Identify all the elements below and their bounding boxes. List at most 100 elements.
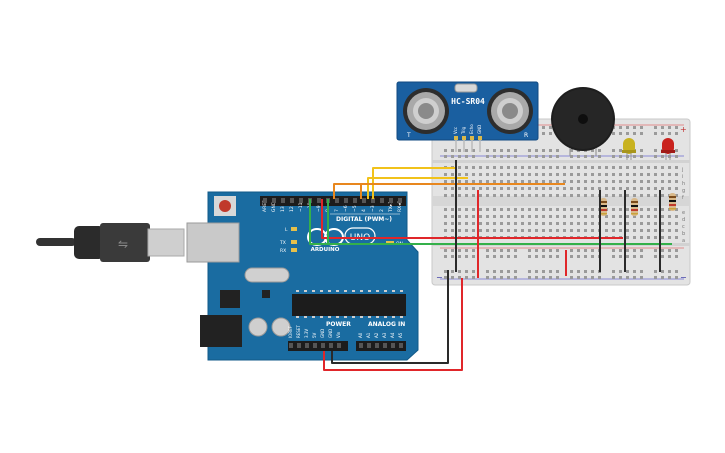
breadboard-hole[interactable]	[633, 194, 636, 197]
wire-red-5v[interactable]	[323, 278, 463, 371]
breadboard-hole[interactable]	[640, 132, 643, 135]
breadboard-hole[interactable]	[507, 173, 510, 176]
breadboard-hole[interactable]	[549, 180, 552, 183]
breadboard-hole[interactable]	[661, 194, 664, 197]
breadboard-hole[interactable]	[458, 173, 461, 176]
breadboard-hole[interactable]	[542, 215, 545, 218]
breadboard-hole[interactable]	[465, 155, 468, 158]
breadboard-hole[interactable]	[570, 155, 573, 158]
breadboard-hole[interactable]	[619, 222, 622, 225]
breadboard-hole[interactable]	[640, 180, 643, 183]
breadboard-hole[interactable]	[654, 126, 657, 129]
breadboard-hole[interactable]	[451, 149, 454, 152]
breadboard-hole[interactable]	[479, 222, 482, 225]
breadboard-hole[interactable]	[444, 149, 447, 152]
breadboard-hole[interactable]	[535, 222, 538, 225]
breadboard-hole[interactable]	[675, 187, 678, 190]
breadboard-hole[interactable]	[444, 215, 447, 218]
digital-header[interactable]	[260, 196, 406, 206]
breadboard-hole[interactable]	[675, 222, 678, 225]
power-pin[interactable]	[321, 343, 325, 348]
breadboard[interactable]: + + − − j i h g f e d c b a	[431, 118, 691, 286]
breadboard-hole[interactable]	[444, 208, 447, 211]
breadboard-hole[interactable]	[570, 222, 573, 225]
breadboard-hole[interactable]	[661, 215, 664, 218]
analog-pin[interactable]	[359, 343, 363, 348]
breadboard-hole[interactable]	[458, 222, 461, 225]
breadboard-hole[interactable]	[598, 166, 601, 169]
breadboard-hole[interactable]	[528, 194, 531, 197]
breadboard-hole[interactable]	[577, 255, 580, 258]
breadboard-hole[interactable]	[675, 132, 678, 135]
breadboard-hole[interactable]	[507, 149, 510, 152]
sensor-pin-header[interactable]	[454, 136, 458, 140]
breadboard-hole[interactable]	[563, 166, 566, 169]
breadboard-hole[interactable]	[451, 229, 454, 232]
breadboard-hole[interactable]	[472, 187, 475, 190]
breadboard-hole[interactable]	[542, 229, 545, 232]
breadboard-hole[interactable]	[549, 215, 552, 218]
breadboard-hole[interactable]	[500, 276, 503, 279]
breadboard-hole[interactable]	[528, 215, 531, 218]
breadboard-hole[interactable]	[458, 194, 461, 197]
breadboard-hole[interactable]	[612, 155, 615, 158]
breadboard-hole[interactable]	[493, 215, 496, 218]
breadboard-hole[interactable]	[535, 208, 538, 211]
breadboard-hole[interactable]	[549, 255, 552, 258]
breadboard-hole[interactable]	[500, 173, 503, 176]
breadboard-hole[interactable]	[633, 270, 636, 273]
breadboard-hole[interactable]	[507, 222, 510, 225]
breadboard-hole[interactable]	[598, 187, 601, 190]
breadboard-hole[interactable]	[654, 173, 657, 176]
digital-pin[interactable]	[299, 198, 303, 203]
breadboard-hole[interactable]	[668, 222, 671, 225]
breadboard-hole[interactable]	[458, 180, 461, 183]
breadboard-hole[interactable]	[619, 215, 622, 218]
breadboard-hole[interactable]	[465, 222, 468, 225]
breadboard-hole[interactable]	[451, 208, 454, 211]
breadboard-hole[interactable]	[647, 208, 650, 211]
breadboard-hole[interactable]	[654, 229, 657, 232]
breadboard-hole[interactable]	[451, 155, 454, 158]
breadboard-hole[interactable]	[612, 173, 615, 176]
breadboard-hole[interactable]	[584, 249, 587, 252]
breadboard-hole[interactable]	[535, 194, 538, 197]
breadboard-hole[interactable]	[514, 215, 517, 218]
breadboard-hole[interactable]	[640, 149, 643, 152]
breadboard-hole[interactable]	[675, 215, 678, 218]
breadboard-hole[interactable]	[514, 187, 517, 190]
breadboard-hole[interactable]	[486, 276, 489, 279]
breadboard-hole[interactable]	[472, 222, 475, 225]
breadboard-hole[interactable]	[556, 208, 559, 211]
digital-pin[interactable]	[335, 198, 339, 203]
breadboard-hole[interactable]	[584, 276, 587, 279]
breadboard-hole[interactable]	[507, 180, 510, 183]
breadboard-hole[interactable]	[626, 180, 629, 183]
breadboard-hole[interactable]	[444, 229, 447, 232]
breadboard-hole[interactable]	[584, 215, 587, 218]
breadboard-hole[interactable]	[514, 255, 517, 258]
digital-pin[interactable]	[317, 198, 321, 203]
sensor-pin-header[interactable]	[478, 136, 482, 140]
breadboard-hole[interactable]	[486, 173, 489, 176]
breadboard-hole[interactable]	[619, 276, 622, 279]
breadboard-hole[interactable]	[633, 180, 636, 183]
breadboard-hole[interactable]	[535, 155, 538, 158]
breadboard-hole[interactable]	[542, 222, 545, 225]
breadboard-hole[interactable]	[619, 155, 622, 158]
breadboard-hole[interactable]	[570, 149, 573, 152]
breadboard-hole[interactable]	[577, 229, 580, 232]
breadboard-hole[interactable]	[514, 173, 517, 176]
breadboard-hole[interactable]	[668, 276, 671, 279]
breadboard-hole[interactable]	[661, 208, 664, 211]
breadboard-hole[interactable]	[514, 166, 517, 169]
breadboard-hole[interactable]	[647, 173, 650, 176]
breadboard-hole[interactable]	[675, 249, 678, 252]
breadboard-hole[interactable]	[507, 270, 510, 273]
breadboard-hole[interactable]	[619, 255, 622, 258]
digital-pin[interactable]	[362, 198, 366, 203]
breadboard-hole[interactable]	[619, 270, 622, 273]
breadboard-hole[interactable]	[542, 249, 545, 252]
breadboard-hole[interactable]	[535, 215, 538, 218]
breadboard-hole[interactable]	[493, 255, 496, 258]
